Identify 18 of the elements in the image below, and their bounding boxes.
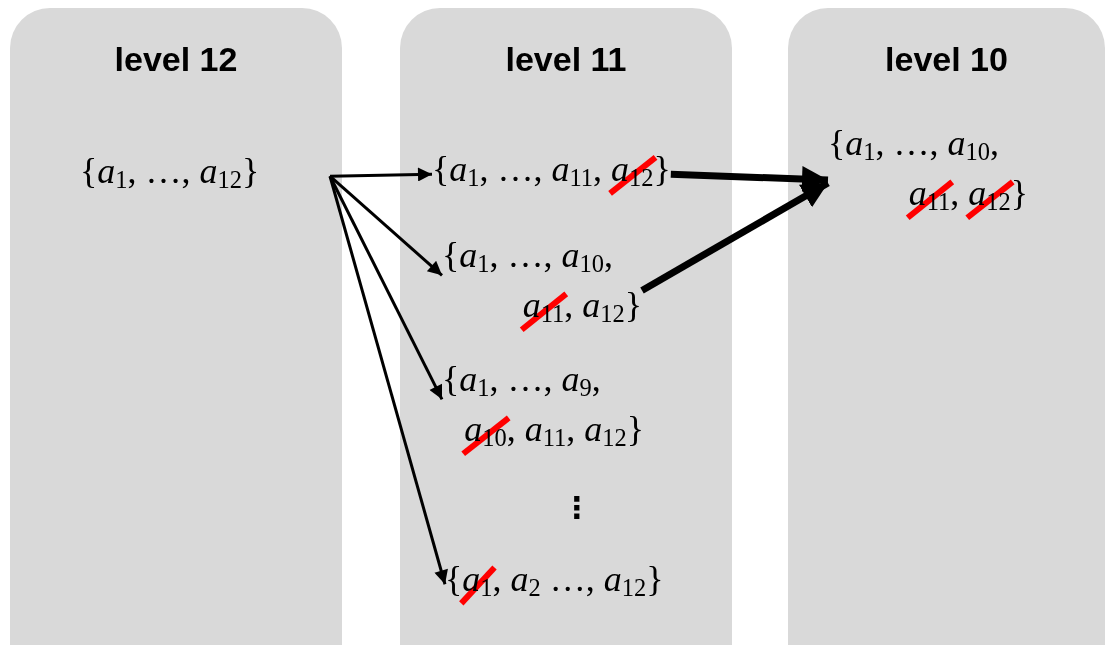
set-expression: {a$_{1}$, …, a$_{10}$, a$_{11}$, a$_{12}$} <box>442 230 642 331</box>
arrow <box>640 179 830 294</box>
level-title: level 11 <box>504 40 628 79</box>
level-panel <box>788 8 1105 645</box>
set-expression: {a$_{1}$, a$_{2}$ …, a$_{12}$} <box>445 554 664 605</box>
level-panel <box>400 8 732 645</box>
set-expression: {a$_{1}$, …, a$_{12}$} <box>80 146 330 197</box>
arrow <box>329 175 443 277</box>
vertical-ellipsis: ⋮ <box>562 490 592 525</box>
arrow <box>329 167 433 182</box>
level-panel <box>10 8 342 645</box>
arrow <box>328 175 448 585</box>
level-title: level 12 <box>113 40 239 79</box>
level-title: level 10 <box>884 40 1009 79</box>
set-expression: {a$_{1}$, …, a$_{10}$, a$_{11}$, a$_{12}$} <box>828 118 1028 219</box>
arrow <box>670 166 829 193</box>
set-expression: {a$_{1}$, …, a$_{11}$, a$_{12}$} <box>432 144 671 195</box>
set-expression: {a$_{1}$, …, a$_{9}$, a$_{10}$, a$_{11}$, a$_{12}$} <box>442 354 644 455</box>
